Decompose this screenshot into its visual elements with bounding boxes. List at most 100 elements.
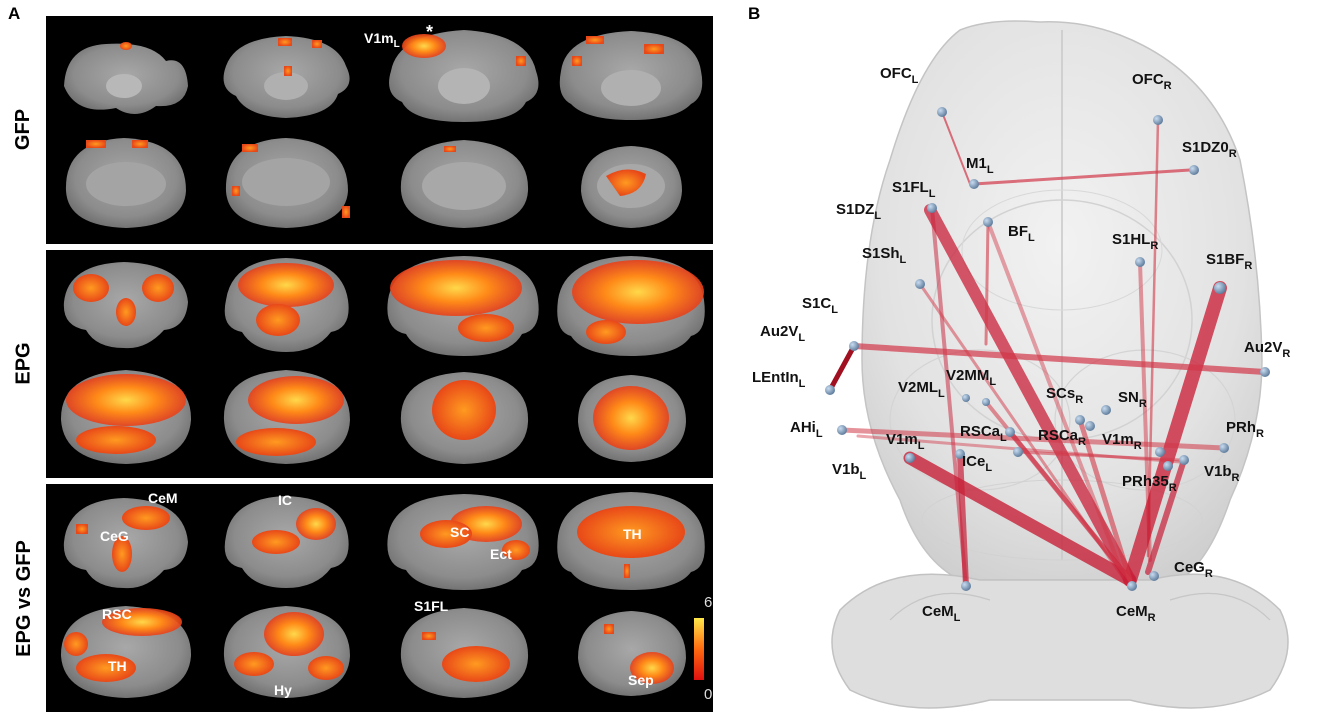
region-node (1135, 257, 1145, 267)
brain-slice (557, 256, 705, 356)
row-label-epg: EPG (12, 341, 35, 385)
label-s1hl-r: S1HLR (1112, 231, 1158, 252)
gfp-slices (64, 30, 703, 228)
label-ofc-r: OFCR (1132, 71, 1172, 92)
label-s1sh-l: S1ShL (862, 245, 907, 266)
region-node (1101, 405, 1111, 415)
annotation-rsc: RSC (102, 606, 132, 622)
brain-slice (65, 138, 186, 228)
brain-slice (400, 608, 529, 698)
annotation-ic: IC (278, 492, 292, 508)
region-node (927, 203, 937, 213)
connection-edges (827, 111, 1268, 589)
label-cem-r: CeMR (1116, 603, 1156, 624)
brain-slice (400, 372, 529, 464)
annotation-sep: Sep (628, 672, 654, 688)
region-node (1127, 581, 1137, 591)
epg-vs-gfp-slices-block: CeM CeG IC SC Ect TH RSC TH Hy S1FL Sep … (46, 484, 713, 712)
region-node (1155, 447, 1165, 457)
annotation-hy: Hy (274, 682, 292, 698)
region-node (1153, 115, 1163, 125)
label-v1m-l: V1mL (886, 431, 925, 452)
label-v1b-l: V1bL (832, 461, 867, 482)
brain-slice (223, 36, 350, 118)
label-au2v-l: Au2VL (760, 323, 805, 344)
region-node (1005, 427, 1015, 437)
brain-slice (387, 256, 539, 356)
label-v2mm-l: V2MML (946, 367, 996, 388)
annotation-asterisk: * (426, 22, 434, 42)
region-node (1219, 443, 1229, 453)
label-rsca-r: RSCaR (1038, 427, 1086, 448)
region-node (1075, 415, 1085, 425)
epg-vs-gfp-slices (60, 492, 705, 698)
region-node (1214, 282, 1226, 294)
region-node (937, 107, 947, 117)
brain-slice (224, 496, 349, 588)
brain-slice (224, 258, 349, 352)
label-scs-r: SCsR (1046, 385, 1083, 406)
row-label-gfp: GFP (12, 108, 35, 150)
label-v1b-r: V1bR (1204, 463, 1240, 484)
annotation-th: TH (623, 526, 642, 542)
label-prh-r: PRhR (1226, 419, 1264, 440)
label-cem-l: CeML (922, 603, 961, 624)
label-ice-l: ICeL (962, 453, 992, 474)
region-node (969, 179, 979, 189)
brain-slice (64, 42, 188, 115)
label-v2ml-l: V2MLL (898, 379, 945, 400)
label-bf-l: BFL (1008, 223, 1035, 244)
label-ofc-l: OFCL (880, 65, 919, 86)
label-ahi-l: AHiL (790, 419, 823, 440)
label-s1bf-r: S1BFR (1206, 251, 1252, 272)
region-node (961, 581, 971, 591)
region-node (1163, 461, 1173, 471)
brain-slice (578, 375, 686, 462)
annotation-v1m: V1mL (364, 30, 400, 50)
panel-a-letter: A (8, 4, 21, 23)
region-node (1260, 367, 1270, 377)
brain-slice (63, 262, 188, 349)
brain-slice (387, 494, 539, 590)
region-node (982, 398, 990, 406)
brain-slice (389, 30, 539, 122)
brain-outline (831, 20, 1289, 709)
label-s1c-l: S1CL (802, 295, 838, 316)
annotation-ect: Ect (490, 546, 512, 562)
annotation-s1fl: S1FL (414, 598, 449, 614)
region-node (1149, 571, 1159, 581)
annotation-th-2: TH (108, 658, 127, 674)
brain-slice (559, 31, 703, 120)
label-sn-r: SNR (1118, 389, 1147, 410)
region-node (983, 217, 993, 227)
annotation-sc: SC (450, 524, 470, 540)
brain-slice (223, 606, 350, 698)
brain-slice (557, 492, 705, 590)
row-label-epg-vs-gfp: EPG vs GFP (12, 539, 35, 657)
label-s1dz0-r: S1DZ0R (1182, 139, 1237, 160)
region-nodes (825, 107, 1270, 591)
label-v1m-r: V1mR (1102, 431, 1142, 452)
connectivity-diagram: OFCL OFCR M1L S1DZ0R S1FLL S1DZL BFL S1H… (752, 20, 1290, 709)
annotation-ceg: CeG (100, 528, 129, 544)
colorbar-min: 0 (704, 686, 713, 703)
gfp-slices-block: V1mL * (46, 16, 713, 244)
label-lentin-l: LEntInL (752, 369, 806, 390)
label-ceg-r: CeGR (1174, 559, 1213, 580)
region-node (837, 425, 847, 435)
label-prh35-r: PRh35R (1122, 473, 1177, 494)
label-s1dz-l: S1DZL (836, 201, 881, 222)
region-node (1189, 165, 1199, 175)
brain-slice (400, 140, 529, 228)
label-rsca-l: RSCaL (960, 423, 1007, 444)
region-node (955, 449, 965, 459)
region-node (962, 394, 970, 402)
annotation-cem: CeM (148, 490, 178, 506)
region-node (825, 385, 835, 395)
region-node (905, 453, 915, 463)
region-labels: OFCL OFCR M1L S1DZ0R S1FLL S1DZL BFL S1H… (752, 65, 1290, 624)
panel-b-letter: B (748, 4, 761, 23)
colorbar-max: 6 (704, 594, 713, 611)
brain-slice (60, 606, 192, 698)
label-au2v-r: Au2VR (1244, 339, 1290, 360)
